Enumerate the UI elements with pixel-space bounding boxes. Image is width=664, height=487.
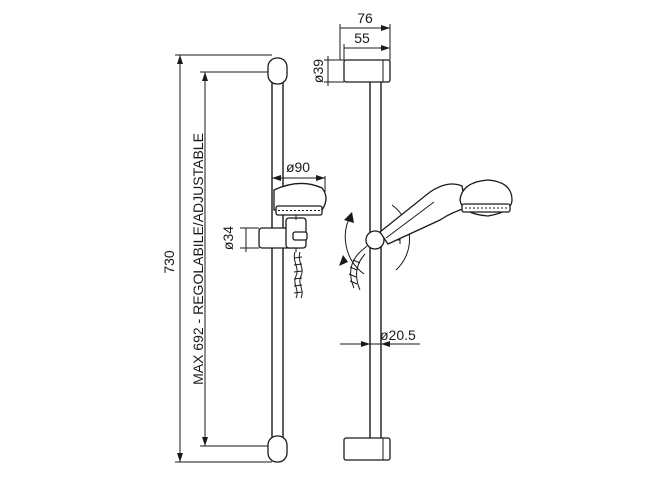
projection-dimensions bbox=[339, 24, 391, 60]
bar-diameter-dimension bbox=[340, 341, 420, 347]
adjustable-dimension bbox=[200, 71, 270, 447]
top-bracket-side bbox=[338, 59, 391, 83]
bar-diameter-label: ø20.5 bbox=[380, 327, 416, 343]
projection-inner-label: 55 bbox=[354, 30, 370, 46]
bottom-bracket-front bbox=[267, 435, 288, 463]
shower-head-side bbox=[459, 179, 513, 217]
hose-side bbox=[348, 251, 366, 291]
hose-front bbox=[293, 251, 303, 299]
bracket-diameter-dimension bbox=[324, 56, 344, 86]
slider-diameter-label: ø34 bbox=[220, 226, 236, 250]
bracket-diameter-label: ø39 bbox=[310, 59, 326, 83]
shower-head-front bbox=[273, 182, 327, 220]
shower-handle-side bbox=[379, 183, 467, 245]
head-diameter-label: ø90 bbox=[286, 159, 310, 175]
rail-bar-side bbox=[369, 82, 382, 438]
total-length-label: 730 bbox=[161, 250, 177, 274]
top-bracket-front bbox=[267, 57, 288, 85]
rail-bar-front bbox=[271, 82, 284, 438]
adjustable-label: MAX 692 - REGOLABILE/ADJUSTABLE bbox=[190, 133, 206, 385]
slider-front bbox=[258, 217, 308, 252]
slider-diameter-dimension bbox=[240, 227, 259, 252]
head-diameter-dimension bbox=[271, 175, 326, 200]
bottom-bracket-side bbox=[343, 437, 391, 461]
total-length-dimension bbox=[175, 54, 272, 463]
projection-outer-label: 76 bbox=[357, 10, 373, 26]
rotation-arc bbox=[339, 204, 410, 275]
